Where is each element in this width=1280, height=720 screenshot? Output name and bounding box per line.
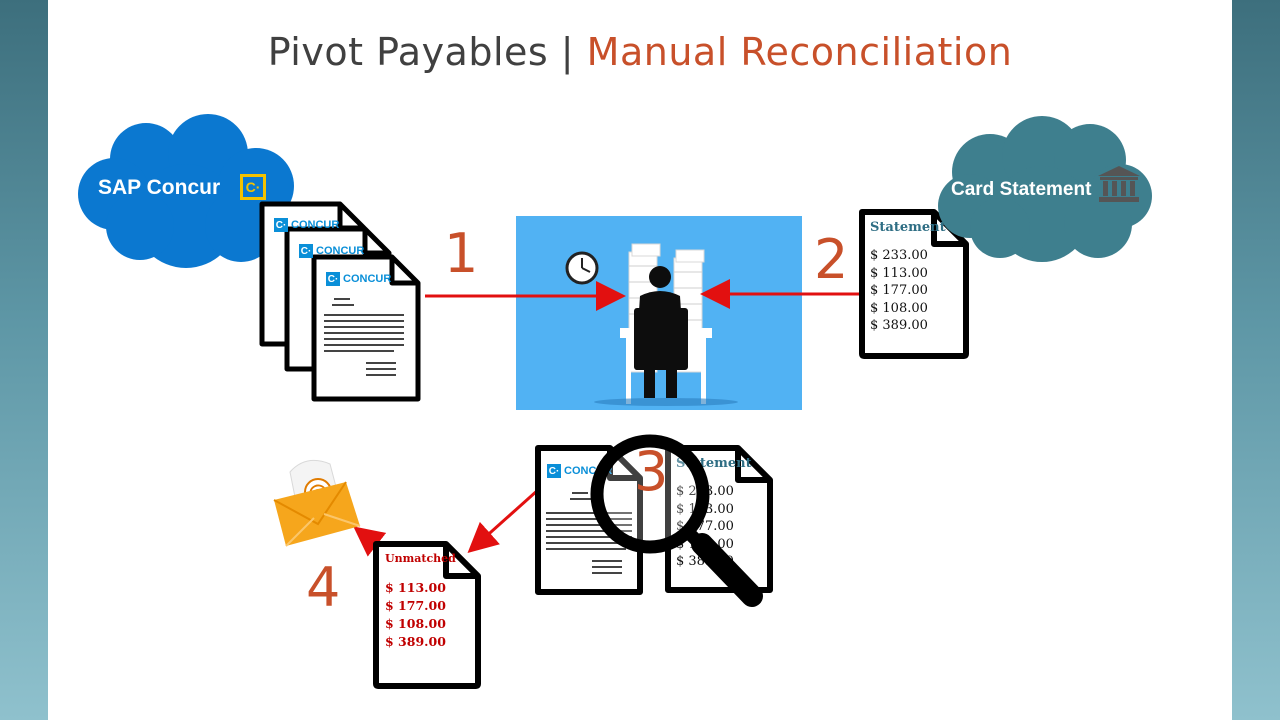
concur-doc-text: CONCUR [291, 219, 340, 231]
statement-row: $ 108.00 [870, 300, 928, 316]
unmatched-header: Unmatched [385, 552, 456, 565]
statement-content: Statement $ 233.00 $ 113.00 $ 177.00 $ 1… [870, 220, 946, 335]
concur-doc-text: CONCUR [343, 273, 392, 285]
statement-header: Statement [870, 220, 946, 235]
concur-logo-glyph: C· [245, 179, 261, 195]
statement-row: $ 389.00 [870, 318, 928, 333]
unmatched-doc [373, 541, 481, 689]
clock-icon [565, 251, 599, 285]
concur-docs-stack [259, 201, 421, 402]
step-4-number: 4 [306, 556, 341, 619]
sap-concur-text: SAP Concur [98, 176, 221, 199]
comparison-statement-doc [665, 445, 773, 593]
concur-doc-icon: C· [326, 272, 340, 286]
magnifier-icon [590, 434, 763, 607]
unmatched-row: $ 389.00 [385, 634, 446, 649]
statement-doc [859, 209, 969, 359]
card-statement-cloud [938, 116, 1152, 262]
unmatched-content: Unmatched $ 113.00 $ 177.00 $ 108.00 $ 3… [385, 552, 456, 651]
title-part1: Pivot Payables | [267, 30, 575, 74]
step-3-number: 3 [634, 440, 669, 503]
statement-row: $ 177.00 [870, 283, 928, 298]
concur-doc-icon: C· [274, 218, 288, 232]
arrows-top [353, 279, 864, 557]
card-statement-label: Card Statement [951, 179, 1092, 200]
page-title: Pivot Payables | Manual Reconciliation [48, 30, 1232, 74]
bank-icon [1098, 166, 1140, 202]
concur-doc-brand-2: C· CONCUR [299, 244, 364, 258]
comparison-concur-doc [535, 445, 643, 595]
title-part2: Manual Reconciliation [586, 30, 1013, 74]
statement-row: $ 113.00 [870, 265, 928, 281]
concur-doc-icon: C· [547, 464, 561, 478]
concur-doc-text: CONCUR [316, 245, 365, 257]
email-icon: @ [273, 459, 361, 547]
sap-concur-cloud [78, 114, 294, 268]
concur-doc-icon: C· [299, 244, 313, 258]
slide: Pivot Payables | Manual Reconciliation S… [48, 0, 1232, 720]
statement-row: $ 233.00 [870, 248, 928, 263]
unmatched-row: $ 177.00 [385, 598, 446, 613]
clerk-scene [516, 216, 802, 410]
unmatched-row: $ 113.00 [385, 580, 446, 595]
worker-icon [634, 266, 688, 398]
concur-logo-icon: C· [240, 174, 266, 200]
step-1-number: 1 [444, 222, 479, 285]
step-2-number: 2 [814, 228, 849, 291]
concur-doc-brand-1: C· CONCUR [274, 218, 339, 232]
sap-concur-label: SAP Concur [98, 176, 220, 200]
unmatched-row: $ 108.00 [385, 616, 446, 631]
concur-doc-brand-3: C· CONCUR [326, 272, 391, 286]
